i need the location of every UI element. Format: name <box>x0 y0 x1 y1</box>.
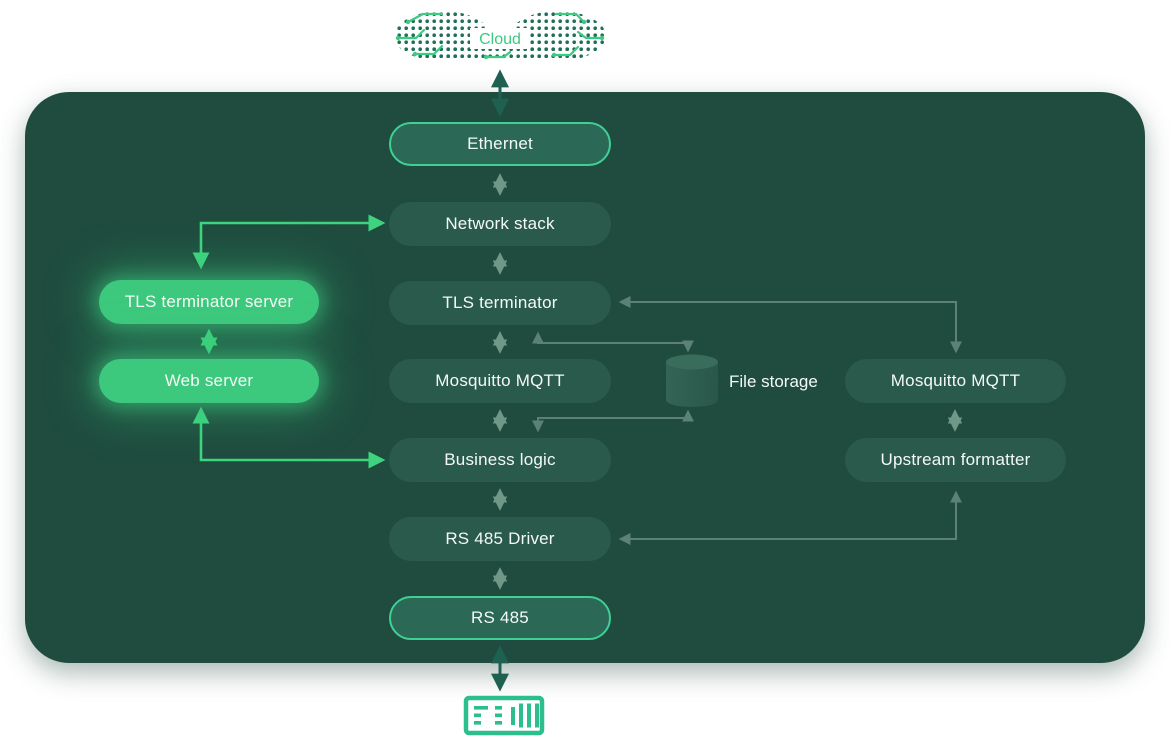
node-network-stack: Network stack <box>389 202 611 246</box>
cloud-icon: Cloud <box>394 11 606 61</box>
node-web-server-label: Web server <box>164 371 254 390</box>
node-mosquitto-mqtt-center: Mosquitto MQTT <box>389 359 611 403</box>
node-tls-terminator-server-label: TLS terminator server <box>124 292 294 311</box>
cloud-label-backdrop <box>470 28 530 49</box>
node-ethernet: Ethernet <box>389 122 611 166</box>
node-business-logic: Business logic <box>389 438 611 482</box>
rs485-connector-icon <box>463 695 545 736</box>
node-file-storage: File storage <box>663 352 818 412</box>
node-tls-terminator-label: TLS terminator <box>442 293 558 312</box>
node-rs485-label: RS 485 <box>471 608 529 627</box>
node-web-server: Web server <box>99 359 319 403</box>
cloud-dot-matrix <box>394 11 606 61</box>
node-network-stack-label: Network stack <box>445 214 555 233</box>
cloud-trace-dots <box>395 19 605 60</box>
cloud-label: Cloud <box>479 31 521 48</box>
database-cylinder-icon <box>666 354 718 407</box>
node-rs485: RS 485 <box>389 596 611 640</box>
node-rs485-driver: RS 485 Driver <box>389 517 611 561</box>
node-mosquitto-mqtt-right: Mosquitto MQTT <box>845 359 1066 403</box>
node-tls-terminator: TLS terminator <box>389 281 611 325</box>
node-file-storage-label: File storage <box>729 372 818 391</box>
node-rs485-driver-label: RS 485 Driver <box>445 529 555 548</box>
node-mosquitto-mqtt-right-label: Mosquitto MQTT <box>890 371 1021 390</box>
node-mosquitto-mqtt-center-label: Mosquitto MQTT <box>435 371 565 390</box>
node-tls-terminator-server: TLS terminator server <box>99 280 319 324</box>
node-upstream-formatter-label: Upstream formatter <box>880 450 1031 469</box>
node-business-logic-label: Business logic <box>444 450 556 469</box>
cloud-circuit-traces <box>396 12 604 59</box>
node-upstream-formatter: Upstream formatter <box>845 438 1066 482</box>
node-ethernet-label: Ethernet <box>467 134 533 153</box>
